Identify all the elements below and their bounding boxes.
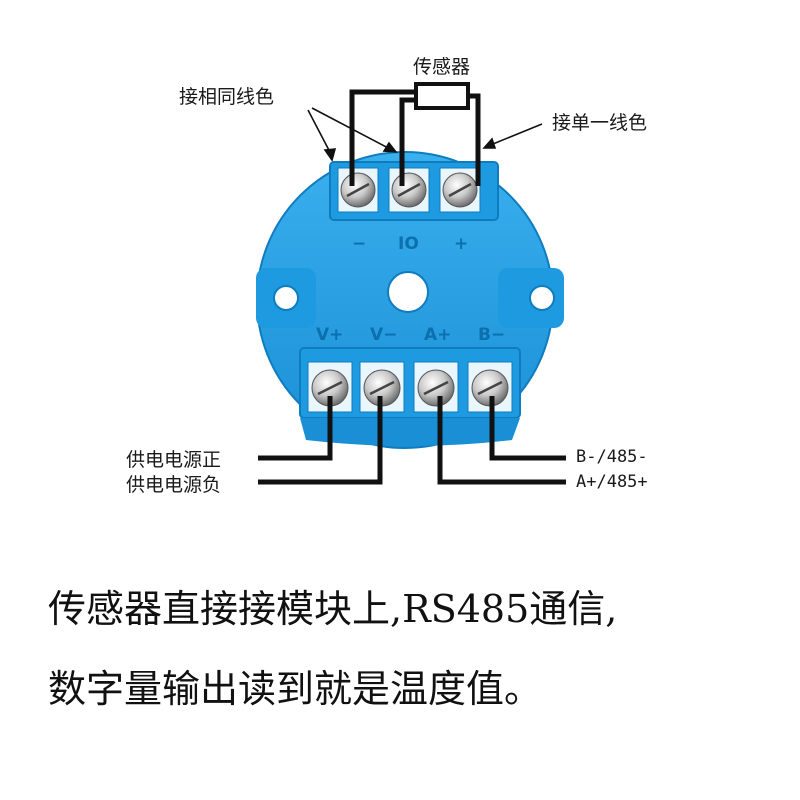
wire-sensor-plus — [468, 93, 481, 186]
wire-b-485 — [489, 396, 566, 461]
label-sensor: 传感器 — [413, 56, 471, 78]
bottom-wiring — [258, 396, 566, 485]
label-same-color: 接相同线色 — [179, 86, 275, 108]
arrow-same-color-right — [311, 107, 393, 151]
wire-power-negative — [258, 396, 383, 485]
module-skirt — [300, 418, 520, 446]
bottom-terminals — [307, 361, 513, 413]
arrow-same-color-left — [307, 109, 333, 157]
pointer-arrows — [307, 107, 543, 162]
mount-hole-left — [273, 285, 299, 311]
label-single-color: 接单一线色 — [552, 112, 648, 134]
label-a-485: A+/485+ — [576, 472, 648, 492]
sensor-resistor-symbol — [414, 82, 470, 110]
label-power-negative: 供电电源负 — [126, 474, 222, 496]
bottom-terminal-label-vminus: V− — [370, 325, 397, 345]
bottom-terminal-label-bminus: B− — [478, 325, 505, 345]
label-power-positive: 供电电源正 — [126, 449, 222, 471]
terminal-screw-top-io — [388, 167, 430, 213]
label-b-485: B-/485- — [576, 447, 648, 467]
bottom-terminal-label-aplus: A+ — [424, 325, 451, 345]
terminal-screw-top-minus — [337, 167, 379, 213]
arrow-single-color — [487, 123, 543, 147]
terminal-screw-vplus — [307, 361, 353, 413]
wire-a-485 — [437, 396, 566, 485]
caption-line-1: 传感器直接接模块上,RS485通信, — [48, 587, 618, 631]
wire-sensor-io — [399, 97, 416, 186]
bottom-terminal-labels: V+ V− A+ B− — [316, 325, 505, 345]
top-terminal-label-plus: + — [454, 234, 468, 254]
wire-sensor-minus — [349, 89, 416, 186]
sensor-wiring — [349, 82, 481, 186]
terminal-screw-aplus — [413, 361, 459, 413]
mount-hole-right — [529, 285, 555, 311]
caption-line-2: 数字量输出读到就是温度值。 — [48, 667, 543, 711]
wire-power-positive — [258, 396, 333, 461]
terminal-screw-top-plus — [439, 167, 481, 213]
top-terminal-label-io: IO — [398, 234, 419, 254]
top-terminals: − IO + — [337, 167, 481, 254]
center-hole — [387, 271, 429, 313]
top-terminal-label-minus: − — [352, 234, 366, 254]
bottom-terminal-label-vplus: V+ — [316, 325, 343, 345]
